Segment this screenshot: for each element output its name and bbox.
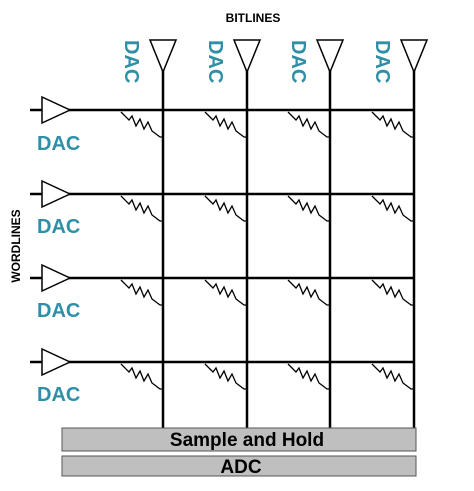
row-dac-triangle [41, 95, 72, 125]
sample-and-hold-bar [61, 427, 417, 452]
memristor-cell [120, 195, 163, 222]
column-dac-label: DAC [287, 40, 309, 83]
row-dac-label: DAC [37, 133, 80, 155]
memristor-cell [371, 195, 414, 222]
memristor-cell [371, 111, 414, 138]
column-dac-triangle [232, 39, 262, 74]
column-dac-triangle [148, 39, 178, 74]
memristor-cell [287, 363, 330, 390]
row-dac-triangle [41, 179, 72, 209]
memristor-cell [371, 279, 414, 306]
bitlines-label: BITLINES [226, 11, 281, 25]
memristor-cell [204, 279, 247, 306]
memristor-cell [371, 363, 414, 390]
sample-and-hold-label: Sample and Hold [170, 430, 324, 451]
row-dac-label: DAC [37, 216, 80, 238]
row-dac-label: DAC [37, 384, 80, 406]
column-dac-labels: DAC DAC DAC DAC [120, 40, 393, 83]
wordlines-label: WORDLINES [9, 209, 23, 282]
memristor-cell [204, 111, 247, 138]
row-dac-label: DAC [37, 300, 80, 322]
memristor-cell [204, 195, 247, 222]
row-dac-triangle [41, 347, 72, 377]
column-dac-triangle [315, 39, 345, 74]
memristor-cell [204, 363, 247, 390]
memristor-cell [287, 111, 330, 138]
memristor-cell [120, 279, 163, 306]
memristor-cell [120, 111, 163, 138]
column-dac-label: DAC [371, 40, 393, 83]
row-dac-triangle [41, 263, 72, 293]
adc-label: ADC [220, 457, 261, 478]
column-dac-label: DAC [204, 40, 226, 83]
adc-bar [61, 455, 417, 477]
column-dac-label: DAC [120, 40, 142, 83]
row-dac-labels: DAC DAC DAC DAC [37, 133, 80, 406]
memristor-cell [287, 195, 330, 222]
memristor-cell [287, 279, 330, 306]
crossbar-grid [30, 39, 429, 428]
column-dac-triangle [399, 39, 429, 74]
memristor-cell [120, 363, 163, 390]
